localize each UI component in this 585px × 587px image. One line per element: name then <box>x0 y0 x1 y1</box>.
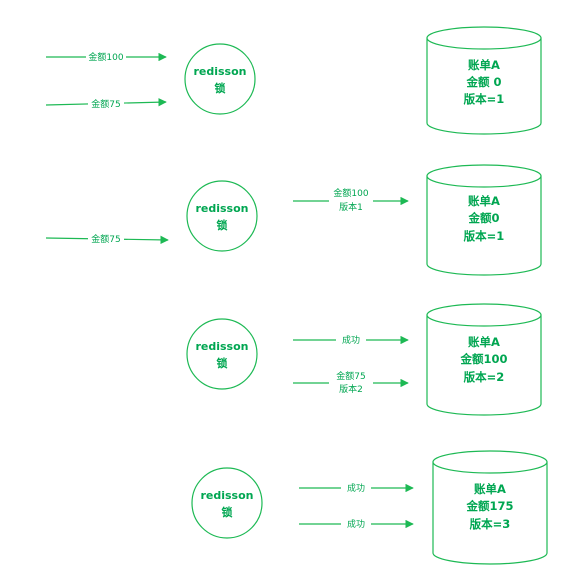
db-amount: 金额175 <box>465 499 513 513</box>
success-arrow: 成功 <box>299 517 414 530</box>
arrow-label: 成功 <box>347 482 365 494</box>
db-title: 账单A <box>468 194 500 208</box>
request-arrow: 金额100 <box>46 50 167 63</box>
panel-2: 金额75 redisson 锁 金额100 版本1 账单A 金额0 版本=1 <box>45 164 542 276</box>
db-version: 版本=1 <box>464 229 505 243</box>
arrow-label: 金额100 <box>333 187 368 199</box>
database-bill: 账单A 金额 0 版本=1 <box>426 26 542 135</box>
lock-label: redisson <box>200 489 253 502</box>
db-title: 账单A <box>474 482 506 496</box>
panel-4: redisson 锁 成功 成功 账单A 金额175 版本=3 <box>191 450 548 565</box>
database-bill: 账单A 金额100 版本=2 <box>426 303 542 416</box>
update-arrow: 金额75 版本2 <box>293 368 409 396</box>
db-version: 版本=2 <box>464 370 505 384</box>
redisson-lock: redisson 锁 <box>186 180 258 252</box>
database-bill: 账单A 金额175 版本=3 <box>432 450 548 565</box>
lock-label: redisson <box>195 202 248 215</box>
lock-label: redisson <box>193 65 246 78</box>
arrow-label: 金额75 <box>336 370 365 382</box>
redisson-lock: redisson 锁 <box>184 43 256 115</box>
arrow-label: 金额100 <box>88 51 123 63</box>
lock-label: 锁 <box>222 505 233 519</box>
arrow-label: 版本2 <box>339 383 363 395</box>
panel-3: redisson 锁 成功 金额75 版本2 账单A 金额100 版本=2 <box>186 303 542 416</box>
arrow-label: 版本1 <box>339 201 363 213</box>
success-arrow: 成功 <box>293 333 409 346</box>
arrow-label: 成功 <box>342 334 360 346</box>
panel-1: 金额100 金额75 redisson 锁 账单A 金额 0 版本=1 <box>45 26 542 135</box>
update-arrow: 金额100 版本1 <box>293 186 409 214</box>
request-arrow: 金额75 <box>45 97 167 110</box>
arrow-label: 成功 <box>347 518 365 530</box>
lock-label: 锁 <box>215 81 226 95</box>
database-bill: 账单A 金额0 版本=1 <box>426 164 542 276</box>
db-amount: 金额100 <box>459 352 507 366</box>
arrow-label: 金额75 <box>91 98 120 110</box>
lock-label: 锁 <box>217 356 228 370</box>
lock-label: 锁 <box>217 218 228 232</box>
db-version: 版本=1 <box>464 92 505 106</box>
db-amount: 金额0 <box>467 211 499 225</box>
lock-label: redisson <box>195 340 248 353</box>
request-arrow: 金额75 <box>45 232 169 245</box>
db-amount: 金额 0 <box>465 75 501 89</box>
db-title: 账单A <box>468 335 500 349</box>
db-version: 版本=3 <box>470 517 511 531</box>
success-arrow: 成功 <box>299 481 414 494</box>
redisson-lock: redisson 锁 <box>186 318 258 390</box>
redisson-lock: redisson 锁 <box>191 467 263 539</box>
arrow-label: 金额75 <box>91 233 120 245</box>
db-title: 账单A <box>468 58 500 72</box>
